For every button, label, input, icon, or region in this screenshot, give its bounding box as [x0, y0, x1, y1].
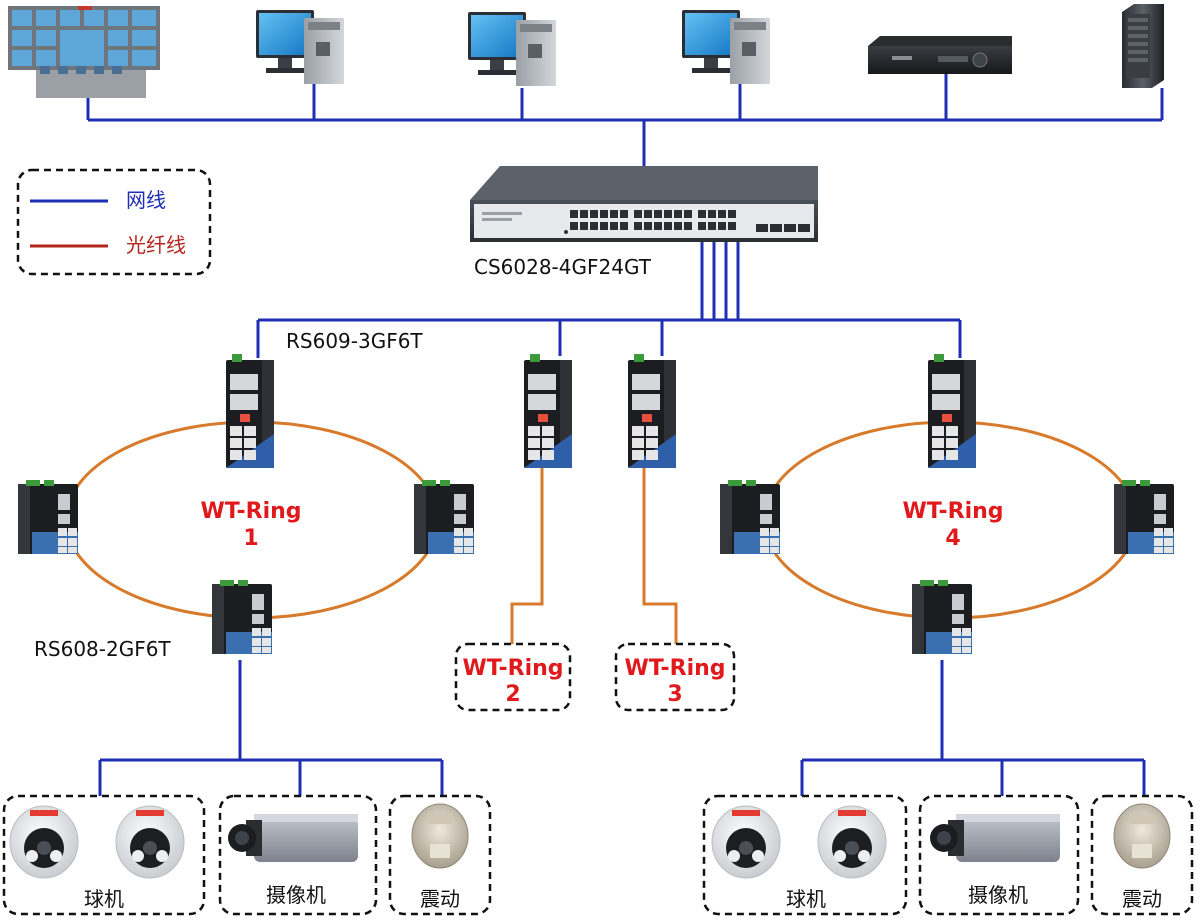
box-camera-caption: 摄像机: [968, 883, 1028, 907]
ring-label-2: WT-Ring 2: [454, 642, 572, 712]
box-camera-caption: 摄像机: [266, 883, 326, 907]
dome-camera-icon: [817, 805, 887, 879]
vibration-sensor-icon: [411, 803, 469, 869]
endpoint-group-right: 球机 摄像机 震动: [702, 794, 1194, 916]
vibration-sensor-group-right: 震动: [1090, 794, 1194, 916]
ring-4-title: WT-Ring: [902, 499, 1003, 524]
ring-2-number: 2: [505, 682, 520, 707]
box-camera-group-left: 摄像机: [218, 794, 378, 916]
dome-camera-icon: [9, 805, 79, 879]
dome-camera-caption: 球机: [786, 887, 826, 911]
dome-camera-icon: [115, 805, 185, 879]
legend-ethernet-label: 网线: [126, 188, 166, 212]
ring-3-title: WT-Ring: [624, 656, 725, 681]
ring-label-4: WT-Ring 4: [902, 499, 1003, 551]
distribution-switch-ring-1: [226, 354, 274, 468]
ring-2-fiber: [510, 466, 544, 644]
vibration-sensor-icon: [1113, 803, 1171, 869]
nvr-recorder-icon: [868, 36, 1012, 74]
ring-label-1: WT-Ring 1: [200, 499, 301, 551]
video-wall-icon: [8, 6, 160, 98]
core-switch-label: CS6028-4GF24GT: [474, 255, 652, 279]
ethernet-endpoint-links: [98, 660, 1146, 798]
ring-3-fiber: [642, 466, 678, 644]
box-camera-icon: [930, 814, 1060, 862]
vibration-sensor-group-left: 震动: [388, 794, 492, 916]
legend-fiber-label: 光纤线: [126, 233, 186, 257]
ring-label-3: WT-Ring 3: [614, 642, 736, 712]
access-switch-ring-1-left: [18, 480, 78, 554]
distribution-switch-label: RS609-3GF6T: [286, 329, 423, 353]
access-switch-ring-4-right: [1114, 480, 1174, 554]
ethernet-distribution-links: [256, 242, 962, 358]
dome-camera-group-left: 球机: [2, 794, 206, 916]
distribution-switch-ring-2: [524, 354, 572, 468]
box-camera-group-right: 摄像机: [918, 794, 1080, 916]
dome-camera-caption: 球机: [84, 887, 124, 911]
computer-icon: [682, 10, 770, 84]
ring-1-title: WT-Ring: [200, 499, 301, 524]
top-device-row: [8, 4, 1164, 98]
dome-camera-group-right: 球机: [702, 794, 908, 916]
access-switch-ring-1-right: [414, 480, 474, 554]
access-switch-label: RS608-2GF6T: [34, 637, 171, 661]
distribution-switch-ring-4: [928, 354, 976, 468]
endpoint-group-left: 球机 摄像机 震动: [2, 794, 492, 916]
ring-2-title: WT-Ring: [462, 656, 563, 681]
box-camera-icon: [228, 814, 358, 862]
ring-4-number: 4: [945, 526, 960, 551]
ring-1-number: 1: [243, 526, 258, 551]
vibration-sensor-caption: 震动: [1122, 887, 1162, 911]
computer-icon: [256, 10, 344, 84]
vibration-sensor-caption: 震动: [420, 887, 460, 911]
ethernet-bus-top: [86, 74, 1164, 168]
access-switch-ring-4-left: [720, 480, 780, 554]
server-tower-icon: [1122, 4, 1164, 88]
legend: 网线 光纤线: [16, 168, 212, 276]
computer-icon: [468, 12, 556, 86]
access-switch-ring-4-bottom: [912, 580, 972, 654]
dome-camera-icon: [711, 805, 781, 879]
access-switch-ring-1-bottom: [212, 580, 272, 654]
distribution-switch-ring-3: [628, 354, 676, 468]
core-switch: [470, 166, 818, 242]
ring-3-number: 3: [667, 682, 682, 707]
